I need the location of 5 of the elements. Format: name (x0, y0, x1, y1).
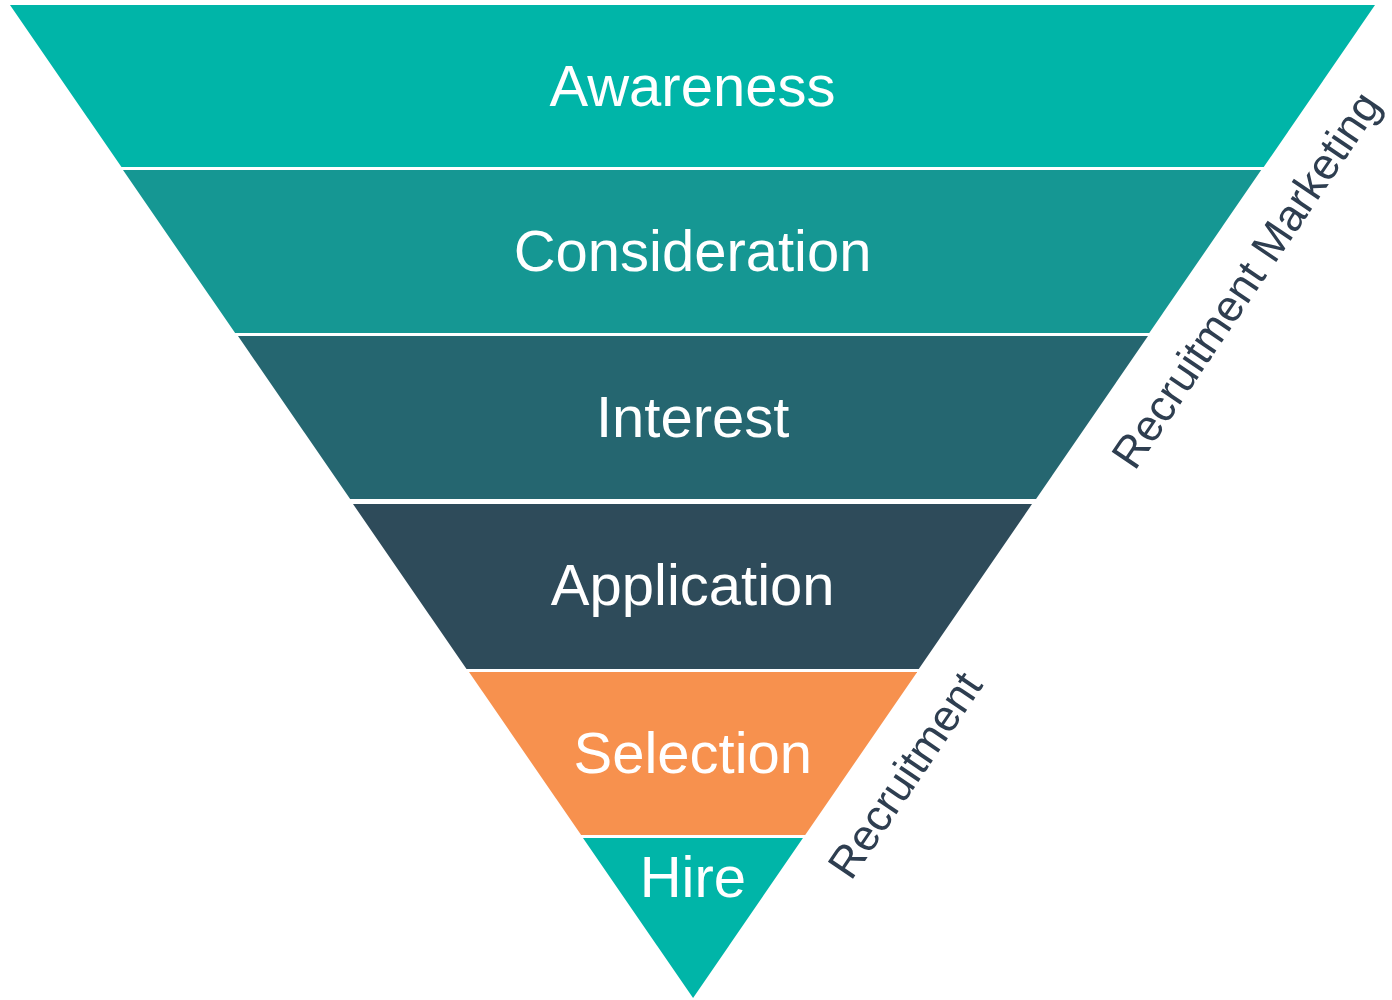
stage-label: Awareness (549, 57, 836, 115)
stage-label: Consideration (513, 222, 872, 280)
stage-label: Interest (595, 388, 790, 446)
stage-label: Selection (573, 724, 813, 782)
stage-label: Hire (639, 848, 747, 906)
